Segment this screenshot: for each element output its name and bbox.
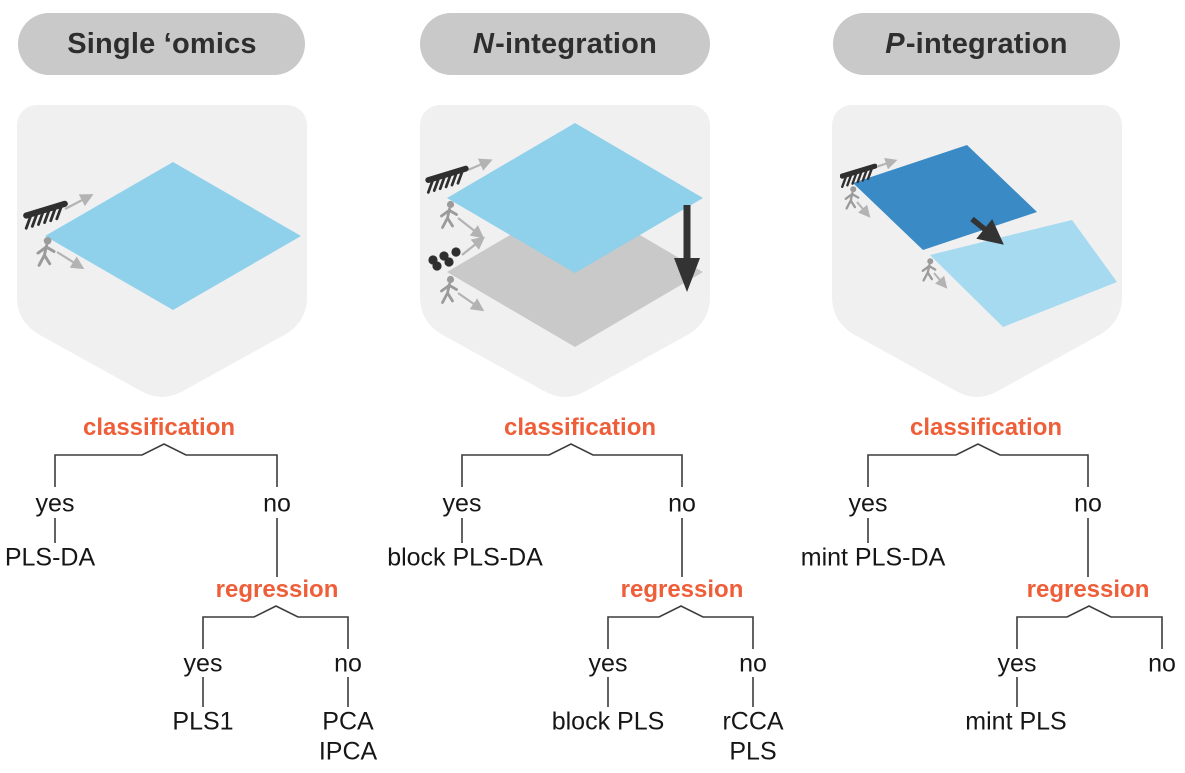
question-classification: classification (82, 414, 236, 441)
column-p-integration: P-integration (790, 0, 1185, 773)
header-p-integration: P-integration (833, 13, 1120, 75)
panel-single-omics (17, 105, 307, 400)
question-regression: regression (1026, 576, 1150, 603)
variables-axis-arrow-icon (461, 236, 486, 256)
header-text: Single ‘omics (67, 27, 257, 60)
answer-no: no (334, 649, 362, 678)
answer-yes: yes (442, 489, 482, 518)
method-result: mint PLS-DA (800, 543, 946, 572)
variables-axis-arrow-icon (467, 158, 493, 172)
method-result: PCA (322, 707, 374, 736)
tree-connectors (461, 443, 754, 707)
column-single-omics: Single ‘omics classification y (0, 0, 395, 773)
method-result: IPCA (318, 737, 378, 766)
panel-n-integration (420, 105, 710, 400)
classification-brace (867, 443, 1089, 487)
tree-n-integration: classification yes no block PLS-DA regre… (387, 413, 790, 773)
header-text: -integration (495, 27, 658, 60)
question-regression: regression (215, 576, 339, 603)
question-regression: regression (620, 576, 744, 603)
regression-brace (1016, 605, 1163, 649)
method-result: PLS-DA (4, 543, 96, 572)
method-result: block PLS-DA (387, 543, 543, 572)
answer-no: no (263, 489, 291, 518)
answer-yes: yes (848, 489, 888, 518)
omics-matrix-top-diamond (447, 123, 703, 273)
answer-no: no (1074, 489, 1102, 518)
regression-brace (202, 605, 349, 649)
answer-yes: yes (588, 649, 628, 678)
tree-connectors (54, 443, 349, 707)
tree-single-omics: classification yes no PLS-DA regression … (0, 413, 395, 773)
samples-axis-arrow-icon (856, 201, 871, 218)
p-integration-illustration (832, 105, 1122, 397)
single-omics-illustration (17, 105, 307, 397)
samples-axis-arrow-icon (933, 272, 948, 289)
header-italic-letter: P (885, 27, 905, 60)
method-result: PLS1 (172, 707, 234, 736)
samples-axis-arrow-icon (457, 217, 485, 239)
column-n-integration: N-integration (387, 0, 790, 773)
transfer-arrow-icon (970, 216, 1004, 245)
study-matrix-bottom (930, 220, 1117, 327)
panel-p-integration (832, 105, 1122, 400)
method-result: mint PLS (965, 707, 1067, 736)
method-result: rCCA (722, 707, 784, 736)
data-matrix-diamond (45, 162, 301, 310)
method-result: PLS (729, 737, 777, 766)
samples-axis-arrow-icon (457, 292, 485, 312)
variables-axis-arrow-icon (64, 194, 94, 210)
variables-axis-arrow-icon (875, 157, 898, 170)
molecules-dots-icon (428, 247, 461, 271)
classification-brace (54, 443, 278, 487)
answer-no: no (668, 489, 696, 518)
integration-down-arrow-icon (674, 205, 700, 292)
question-classification: classification (503, 414, 657, 441)
header-text: -integration (905, 27, 1068, 60)
samples-axis-arrow-icon (56, 251, 85, 270)
header-single-omics: Single ‘omics (18, 13, 305, 75)
answer-yes: yes (183, 649, 223, 678)
n-integration-illustration (420, 105, 710, 397)
method-result: block PLS (551, 707, 665, 736)
answer-yes: yes (997, 649, 1037, 678)
question-classification: classification (909, 414, 1063, 441)
regression-brace (607, 605, 754, 649)
answer-no: no (1148, 649, 1176, 678)
tree-connectors (867, 443, 1163, 707)
header-italic-letter: N (472, 27, 495, 60)
classification-brace (461, 443, 683, 487)
answer-yes: yes (35, 489, 75, 518)
header-n-integration: N-integration (420, 13, 710, 75)
answer-no: no (739, 649, 767, 678)
tree-p-integration: classification yes no mint PLS-DA regres… (790, 413, 1185, 773)
